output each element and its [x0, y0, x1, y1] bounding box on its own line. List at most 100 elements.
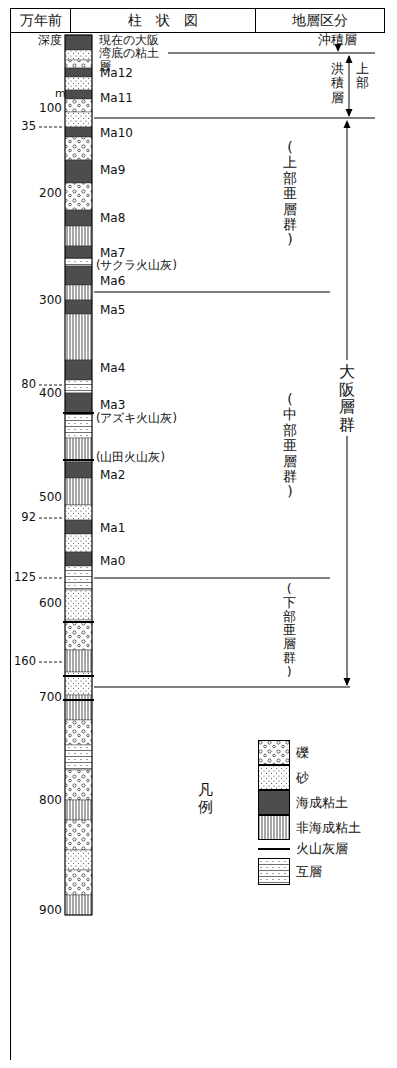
- stratum: [65, 112, 92, 127]
- legend-text: 火山灰層: [296, 841, 348, 857]
- stratum: [65, 552, 92, 566]
- stratum: [65, 850, 92, 870]
- arrow-head: [346, 55, 353, 63]
- age-label: 80: [21, 378, 36, 392]
- column-outline: [65, 35, 92, 915]
- stratum: [65, 590, 92, 620]
- age-dash: [39, 385, 64, 386]
- range-arrow-line: [349, 56, 350, 116]
- stratum: [65, 137, 92, 160]
- depth-label: 500: [39, 490, 62, 504]
- depth-label: 300: [39, 293, 62, 307]
- stratum: [65, 226, 92, 246]
- clay-layer-label: Ma0: [100, 554, 125, 568]
- swatch-art: [258, 815, 290, 840]
- legend-swatch: [258, 740, 290, 765]
- ash-layer-line: [63, 412, 94, 414]
- legend-text: 礫: [296, 745, 309, 761]
- clay-layer-label: Ma5: [100, 303, 125, 317]
- stratum: [65, 520, 92, 534]
- group-label: 大阪層群: [339, 360, 355, 436]
- age-dash: [39, 662, 64, 663]
- header-text: 柱 状 図: [128, 12, 198, 29]
- ash-layer-label: (アズキ火山灰): [96, 412, 177, 426]
- legend-text: 海成粘土: [296, 795, 348, 811]
- stratum: [65, 258, 92, 266]
- stratum: [65, 720, 92, 745]
- depth-label: 900: [39, 903, 62, 917]
- ash-layer-label: (サクラ火山灰): [96, 259, 177, 273]
- clay-layer-label: Ma11: [100, 91, 133, 105]
- legend-heading: 凡例: [198, 782, 213, 815]
- swatch-art: [258, 740, 290, 765]
- ash-layer-line: [63, 699, 94, 701]
- legend-swatch: [258, 815, 290, 840]
- formation-label: 上部: [356, 62, 369, 91]
- stratum: [65, 380, 92, 393]
- stratum: [65, 438, 92, 462]
- clay-layer-label: Ma6: [100, 274, 125, 288]
- swatch-art: [258, 858, 290, 885]
- stratum: [65, 505, 92, 520]
- header-cell: 万年前: [10, 8, 71, 33]
- stratum: [65, 60, 92, 68]
- depth-label: 200: [39, 186, 62, 200]
- legend-text: 互層: [296, 864, 322, 880]
- header-cell: 地層区分: [255, 8, 385, 33]
- stratum: [65, 266, 92, 285]
- header-text: 万年前: [20, 12, 62, 29]
- header-text: 地層区分: [292, 12, 348, 29]
- depth-label: 700: [39, 690, 62, 704]
- age-label: 35: [21, 120, 36, 134]
- age-label: 160: [14, 655, 36, 669]
- stratum: [65, 127, 92, 137]
- division-line: [94, 687, 350, 688]
- division-line: [168, 53, 375, 54]
- division-line: [94, 118, 375, 119]
- depth-label: 600: [39, 596, 62, 610]
- division-line: [94, 578, 330, 579]
- division-line: [94, 292, 330, 293]
- clay-layer-label: Ma9: [100, 163, 125, 177]
- swatch-art: [258, 840, 290, 858]
- stratum: [65, 68, 92, 77]
- ash-layer-label: (山田火山灰): [96, 451, 165, 465]
- legend-swatch: [258, 765, 290, 790]
- unit-label: m: [55, 87, 66, 100]
- stratum: [65, 360, 92, 380]
- depth-label: 400: [39, 386, 62, 400]
- clay-layer-label: Ma12: [100, 66, 133, 80]
- pattern-sample: [259, 859, 290, 885]
- stratum: [65, 77, 92, 90]
- clay-layer-label: Ma8: [100, 211, 125, 225]
- swatch-art: [258, 765, 290, 790]
- stratum: [65, 620, 92, 650]
- stratum: [65, 534, 92, 552]
- age-label: 92: [21, 511, 36, 525]
- stratum: [65, 770, 92, 800]
- formation-label: 洪積層: [331, 62, 344, 105]
- header-cell: 柱 状 図: [70, 8, 256, 33]
- stratum: [65, 566, 92, 590]
- stratum: [65, 300, 92, 314]
- depth-label: 100: [39, 101, 62, 115]
- clay-layer-label: Ma2: [100, 468, 125, 482]
- stratum: [65, 695, 92, 720]
- clay-layer-label: Ma4: [100, 361, 125, 375]
- stratum: [65, 314, 92, 360]
- depth-label: 800: [39, 793, 62, 807]
- stratum: [65, 99, 92, 112]
- ash-layer-line: [63, 459, 94, 461]
- stratum: [65, 820, 92, 850]
- stratum: [65, 745, 92, 770]
- ash-layer-line: [63, 621, 94, 623]
- legend-swatch: [258, 858, 290, 885]
- clay-layer-label: Ma7: [100, 246, 125, 260]
- strata-column: [65, 35, 92, 915]
- pattern-sample: [259, 741, 290, 765]
- subgroup-label: (中部亜層群): [283, 392, 297, 500]
- age-label: 125: [14, 571, 36, 585]
- legend-swatch: [258, 840, 290, 858]
- age-dash: [39, 127, 64, 128]
- ash-sample-line: [258, 848, 290, 850]
